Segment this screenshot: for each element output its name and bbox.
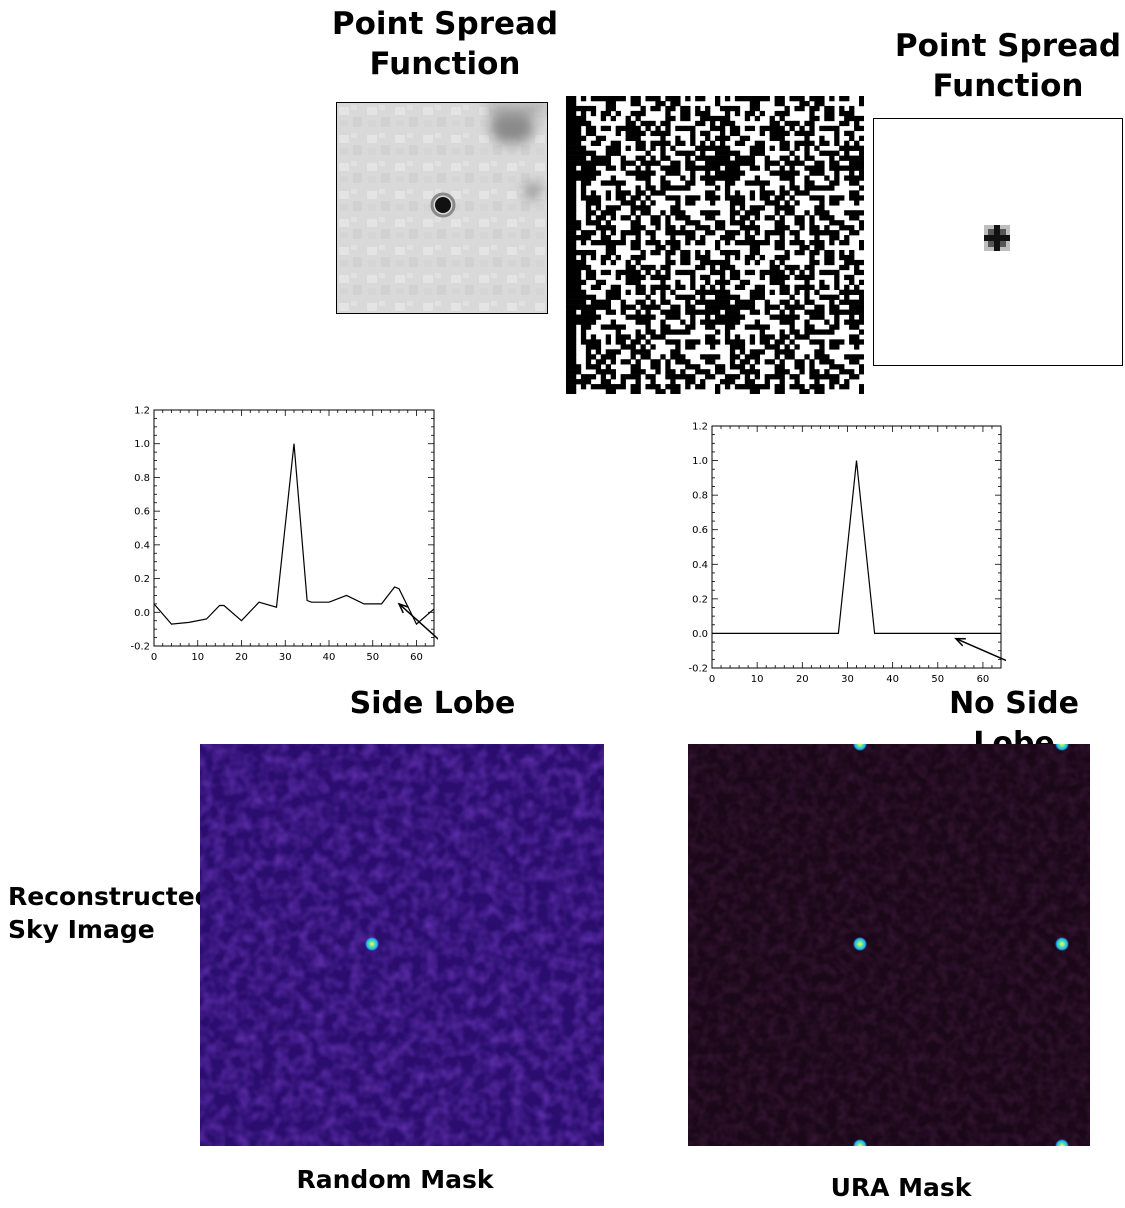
y-tick-label: 1.2 [134, 406, 150, 417]
psf-peak-left [435, 197, 451, 213]
y-tick-label: -0.2 [130, 642, 150, 653]
psf-title-right: Point Spread Function [894, 28, 1122, 104]
psf-ura [873, 118, 1123, 366]
source-point [1055, 1139, 1069, 1146]
y-tick-label: 0.6 [134, 507, 150, 518]
profile-line [153, 443, 435, 626]
psf-random [336, 102, 548, 314]
y-tick-label: 0.8 [692, 491, 708, 502]
psf-profile-plot-random: 0 10 20 30 40 50 60 -0.2 0.0 0.2 0.4 0.6 0.8 1.0 1.2 [118, 400, 476, 673]
x-tick-label: 30 [841, 674, 854, 685]
x-tick-label: 60 [410, 652, 423, 663]
x-tick-label: 10 [751, 674, 764, 685]
y-tick-label: 1.0 [692, 456, 708, 467]
x-tick-label: 10 [191, 652, 204, 663]
x-tick-label: 30 [279, 652, 292, 663]
ura-mask-label: URA Mask [830, 1173, 972, 1202]
side-lobe-label: Side Lobe [349, 686, 516, 721]
y-tick-label: 1.0 [134, 439, 150, 450]
y-tick-label: 0.4 [692, 560, 708, 571]
y-tick-label: 0.6 [692, 525, 708, 536]
x-tick-label: 0 [709, 674, 715, 685]
profile-line [712, 460, 1001, 634]
source-point [853, 937, 867, 951]
y-tick-label: 0.2 [134, 574, 150, 585]
annotation-arrow [954, 637, 1038, 675]
reconstructed-sky-label: Reconstructed Sky Image [8, 882, 213, 944]
sky-image-ura [688, 744, 1090, 1146]
x-tick-label: 60 [977, 674, 990, 685]
source-point [1055, 937, 1069, 951]
source-point [853, 1139, 867, 1146]
x-tick-label: 40 [886, 674, 899, 685]
source-point [1055, 744, 1069, 751]
random-mask-pattern [16, 62, 312, 360]
source-point [365, 937, 379, 951]
y-tick-label: 1.2 [692, 422, 708, 433]
psf-profile-plot-ura: 0 10 20 30 40 50 60 -0.2 0.0 0.2 0.4 0.6 0.8 1.0 1.2 [676, 414, 1038, 692]
psf-title-left: Point Spread Function [331, 6, 559, 82]
source-point [853, 744, 867, 751]
y-tick-label: 0.4 [134, 540, 150, 551]
x-tick-label: 40 [323, 652, 336, 663]
sky-image-random [200, 744, 604, 1146]
x-tick-label: 20 [796, 674, 809, 685]
x-tick-label: 50 [366, 652, 379, 663]
y-tick-label: 0.2 [692, 594, 708, 605]
ura-mask-pattern [566, 96, 864, 394]
y-tick-label: 0.8 [134, 473, 150, 484]
x-tick-label: 20 [235, 652, 248, 663]
y-tick-label: 0.0 [692, 629, 708, 640]
random-mask-label: Random Mask [296, 1165, 494, 1194]
x-tick-label: 50 [931, 674, 944, 685]
y-tick-label: -0.2 [688, 664, 708, 675]
y-tick-label: 0.0 [134, 608, 150, 619]
x-tick-label: 0 [151, 652, 157, 663]
